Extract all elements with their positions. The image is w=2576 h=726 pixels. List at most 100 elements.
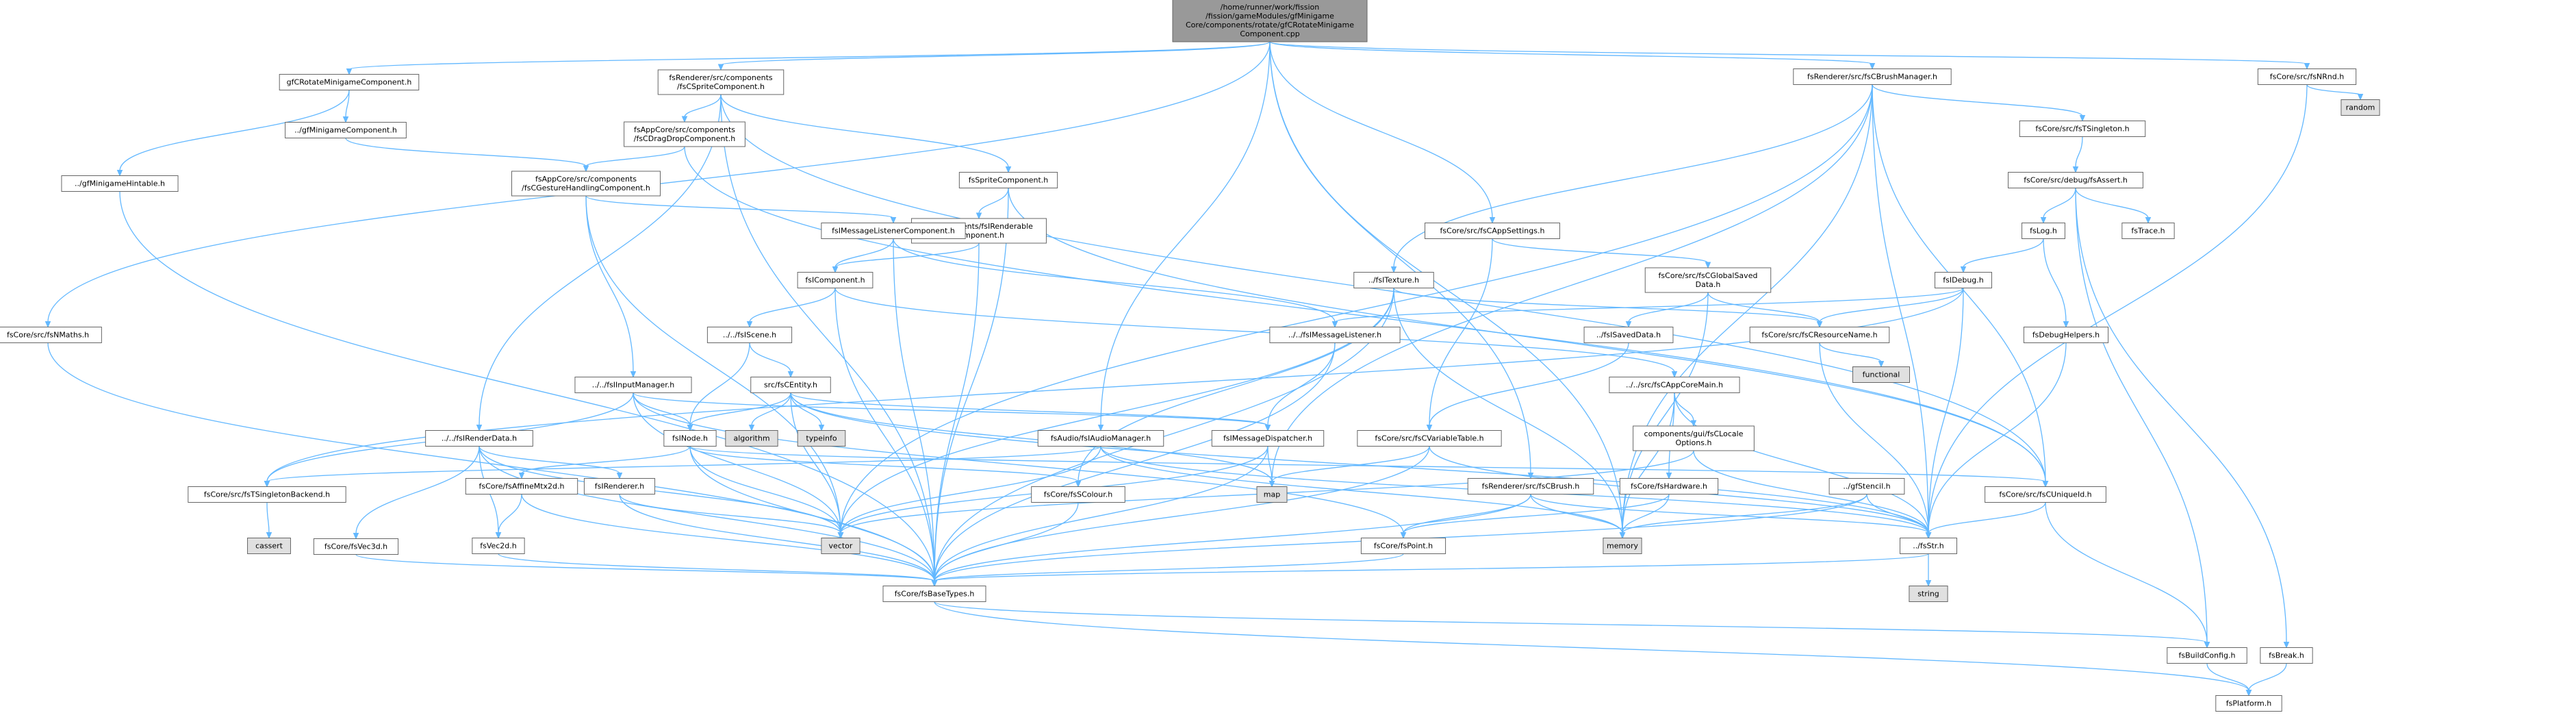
node-fsIComponent-h[interactable]: fsIComponent.h [797, 272, 873, 288]
edge-fsCAppSettings-h-to-fsCGlobalSavedData-h [1492, 238, 1711, 269]
node-algorithm[interactable]: algorithm [725, 430, 778, 447]
node-fsIMessageListener-h[interactable]: ../../fsIMessageListener.h [1269, 327, 1401, 343]
node-fsVec3d-h[interactable]: fsCore/fsVec3d.h [313, 538, 399, 555]
node-label: fsCore/src/fsNMaths.h [7, 331, 89, 340]
edge-root-to-fsIAudioManager-h [1097, 41, 1271, 431]
node-label: fsRenderer/src/fsCBrush.h [1482, 482, 1580, 491]
node-gfMinigameComponent-h[interactable]: ../gfMinigameComponent.h [285, 122, 407, 138]
node-box [247, 538, 291, 554]
edge-fsCResourceName-h-to-functional [1819, 342, 1885, 368]
node-fsVec2d-h[interactable]: fsVec2d.h [472, 538, 525, 554]
node-label: fsCore/fsPoint.h [1374, 542, 1433, 551]
node-box [1909, 586, 1948, 602]
node-box [313, 538, 399, 555]
node-functional[interactable]: functional [1852, 366, 1910, 383]
edge-fsIScene-h-to-fsCEntity-h [749, 342, 794, 378]
node-fsCGestureHandlingComponent-h[interactable]: fsAppCore/src/components/fsCGestureHandl… [511, 171, 661, 197]
node-fsINode-h[interactable]: fsINode.h [663, 430, 717, 447]
node-cassert[interactable]: cassert [247, 538, 291, 554]
node-fsSpriteComponent-h[interactable]: fsSpriteComponent.h [958, 172, 1058, 188]
node-box [657, 69, 785, 95]
node-label: fsCore/fsBaseTypes.h [895, 590, 975, 599]
node-fsCBrush-h[interactable]: fsRenderer/src/fsCBrush.h [1467, 478, 1594, 495]
node-label: fsRenderer/src/fsCBrushManager.h [1807, 73, 1937, 82]
edge-fsBaseTypes-h-to-fsPlatform-h [934, 601, 2252, 697]
node-fsCEntity-h[interactable]: src/fsCEntity.h [750, 377, 831, 393]
node-fsCUniqueId-h[interactable]: fsCore/src/fsCUniqueId.h [1985, 486, 2106, 503]
node-label: ../../fsIMessageListener.h [1288, 331, 1381, 340]
node-string[interactable]: string [1909, 586, 1948, 602]
node-fsCResourceName-h[interactable]: fsCore/src/fsCResourceName.h [1749, 327, 1890, 343]
node-fsISavedData-h[interactable]: ../fsISavedData.h [1583, 327, 1674, 343]
node-box [663, 430, 717, 447]
node-fsPoint-h[interactable]: fsCore/fsPoint.h [1360, 538, 1446, 554]
node-fsBaseTypes-h[interactable]: fsCore/fsBaseTypes.h [882, 586, 986, 602]
node-map[interactable]: map [1256, 486, 1288, 503]
node-fsIInputManager-h[interactable]: ../../fsIInputManager.h [574, 377, 692, 393]
node-fsCSpriteComponent-h[interactable]: fsRenderer/src/components/fsCSpriteCompo… [657, 69, 785, 95]
node-fsIAudioManager-h[interactable]: fsAudio/fsIAudioManager.h [1037, 430, 1164, 447]
node-fsBreak-h[interactable]: fsBreak.h [2260, 647, 2313, 664]
node-fsTrace-h[interactable]: fsTrace.h [2121, 223, 2175, 239]
node-root[interactable]: /home/runner/work/fission/fission/gameMo… [1172, 0, 1368, 42]
node-label: fsPlatform.h [2226, 699, 2271, 708]
edge-fsSpriteComponent-h-to-fsIRenderableComponent-h [975, 188, 1009, 220]
node-label: fsAppCore/src/components [535, 175, 637, 184]
node-fsIMessageDispatcher-h[interactable]: fsIMessageDispatcher.h [1211, 430, 1325, 447]
node-random[interactable]: random [2341, 99, 2380, 116]
node-fsCAppCoreMain-h[interactable]: ../../src/fsCAppCoreMain.h [1609, 377, 1740, 393]
node-memory[interactable]: memory [1603, 538, 1642, 554]
node-fsCBrushManager-h[interactable]: fsRenderer/src/fsCBrushManager.h [1793, 68, 1952, 85]
node-fsIRenderer-h[interactable]: fsIRenderer.h [583, 478, 656, 495]
node-box [511, 171, 661, 197]
node-typeinfo[interactable]: typeinfo [797, 430, 846, 447]
node-vector[interactable]: vector [821, 538, 860, 554]
node-fsTexture-h[interactable]: ../fsITexture.h [1353, 272, 1434, 288]
node-fsCDragDropComponent-h[interactable]: fsAppCore/src/components/fsCDragDropComp… [624, 121, 745, 147]
node-fsTSingletonBackend-h[interactable]: fsCore/src/fsTSingletonBackend.h [188, 486, 346, 503]
node-fsLog-h[interactable]: fsLog.h [2022, 223, 2065, 239]
node-fsNMaths-h[interactable]: fsCore/src/fsNMaths.h [0, 327, 102, 343]
node-fsSColour-h[interactable]: fsCore/fsSColour.h [1031, 486, 1125, 503]
edge-gfStencil-h-to-memory [1619, 494, 1867, 539]
node-fsCVariableTable-h[interactable]: fsCore/src/fsCVariableTable.h [1357, 430, 1502, 447]
edge-fsIAudioManager-h-to-fsTSingletonBackend-h [264, 445, 1101, 488]
node-box [1603, 538, 1642, 554]
node-fsIScene-h[interactable]: ../../fsIScene.h [706, 327, 793, 343]
edge-gfStencil-h-to-fsStr-h [1866, 494, 1932, 539]
node-box [1985, 486, 2106, 503]
node-fsHardware-h[interactable]: fsCore/fsHardware.h [1619, 478, 1719, 495]
node-label: vector [829, 542, 853, 551]
edge-fsNRnd-h-to-random [2306, 84, 2364, 101]
node-fsBuildConfig-h[interactable]: fsBuildConfig.h [2167, 647, 2247, 664]
node-fsAssert-h[interactable]: fsCore/src/debug/fsAssert.h [2008, 172, 2143, 188]
node-box [1425, 223, 1560, 239]
node-label: /fsCSpriteComponent.h [677, 82, 765, 91]
edge-fsISavedData-h-to-fsCVariableTable-h [1426, 342, 1629, 431]
edge-root-to-fsCSpriteComponent-h [717, 41, 1271, 71]
node-label: algorithm [733, 434, 769, 443]
node-box [821, 538, 860, 554]
node-fsIMessageListenerComponent-h[interactable]: fsIMessageListenerComponent.h [821, 223, 966, 239]
edge-fsVec2d-h-to-fsBaseTypes-h [498, 553, 938, 587]
node-label: fsBreak.h [2269, 651, 2304, 660]
node-fsCoreAffineMtx2d-h[interactable]: fsCore/fsAffineMtx2d.h [465, 478, 578, 495]
node-label: Options.h [1676, 438, 1712, 447]
node-fsStr-h[interactable]: ../fsStr.h [1900, 538, 1957, 554]
edge-fsCSpriteComponent-h-to-fsCDragDropComponent-h [681, 94, 722, 123]
node-box [1852, 366, 1910, 383]
node-fsPlatform-h[interactable]: fsPlatform.h [2215, 695, 2282, 712]
node-gfCRotateMinigameComponent-h[interactable]: gfCRotateMinigameComponent.h [279, 74, 420, 90]
node-fsIDebug-h[interactable]: fsIDebug.h [1935, 272, 1992, 288]
node-gfMinigameHintable-h[interactable]: ../gfMinigameHintable.h [61, 175, 179, 192]
edge-fsCGlobalSavedData-h-to-fsISavedData-h [1625, 292, 1709, 328]
node-gfStencil-h[interactable]: ../gfStencil.h [1828, 478, 1905, 495]
node-fsIRenderData-h[interactable]: ../../fsIRenderData.h [425, 430, 533, 447]
node-fsCAppSettings-h[interactable]: fsCore/src/fsCAppSettings.h [1425, 223, 1560, 239]
node-fsNRnd-h[interactable]: fsCore/src/fsNRnd.h [2257, 68, 2357, 85]
edge-fsIRenderData-h-to-fsVec3d-h [353, 446, 480, 540]
node-fsTSingleton-h[interactable]: fsCore/src/fsTSingleton.h [2019, 121, 2146, 137]
node-fsDebugHelpers-h[interactable]: fsDebugHelpers.h [2023, 327, 2109, 343]
